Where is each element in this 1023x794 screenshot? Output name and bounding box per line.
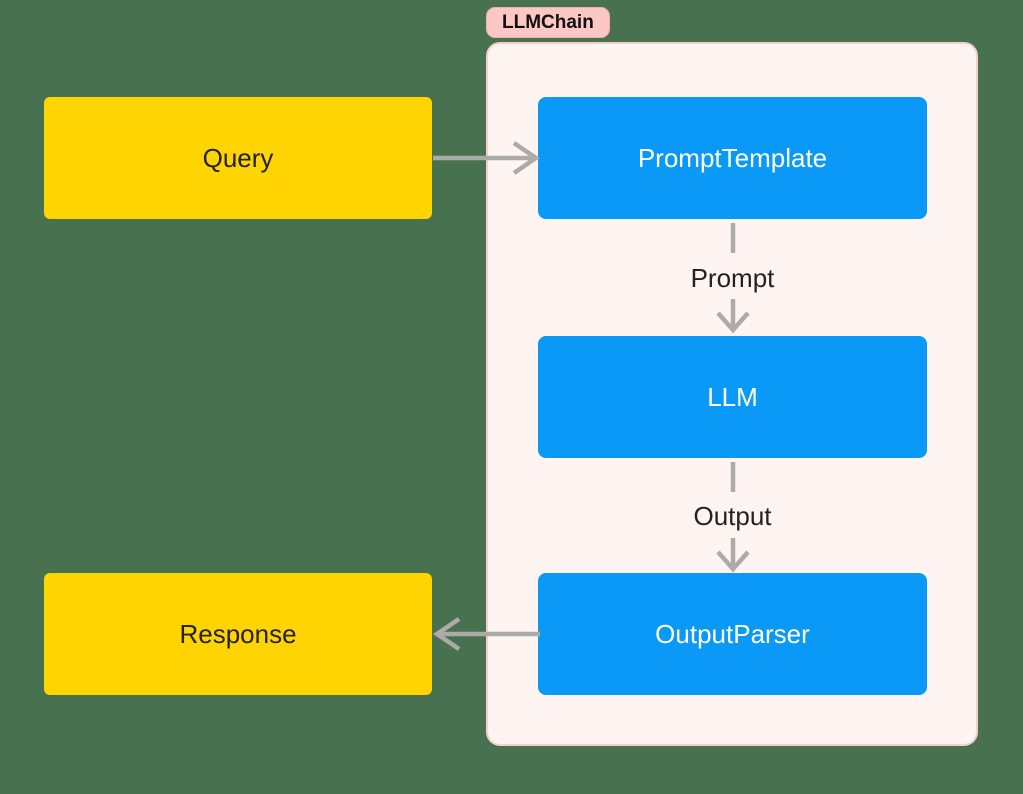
arrow-down-icon	[716, 299, 750, 334]
llmchain-group-badge: LLMChain	[486, 7, 610, 38]
arrow-down-icon	[716, 538, 750, 573]
node-prompt-template-label: PromptTemplate	[637, 142, 828, 173]
arrow-left-icon	[433, 617, 540, 651]
node-llm-label: LLM	[707, 381, 758, 412]
edge-label-prompt: Prompt	[690, 263, 775, 293]
node-response: Response	[44, 573, 432, 695]
node-output-parser-label: OutputParser	[655, 618, 810, 649]
node-query: Query	[44, 97, 432, 219]
arrow-right-icon	[433, 141, 540, 175]
node-output-parser: OutputParser	[538, 573, 927, 695]
edge-label-output: Output	[693, 501, 772, 531]
node-query-label: Query	[202, 142, 274, 173]
node-response-label: Response	[179, 618, 297, 649]
node-llm: LLM	[538, 336, 927, 458]
arrow-tail-prompt	[730, 223, 736, 253]
node-prompt-template: PromptTemplate	[538, 97, 927, 219]
arrow-tail-output	[730, 462, 736, 492]
